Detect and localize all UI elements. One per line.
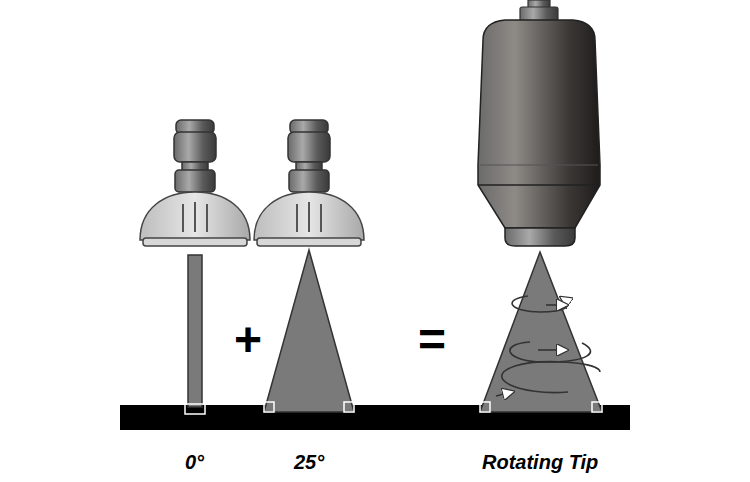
spray-angle-label: 0°: [185, 452, 204, 472]
nozzle-type-label: Rotating Tip: [482, 452, 598, 472]
plus-sign: +: [234, 316, 262, 364]
equals-sign: =: [418, 316, 446, 364]
spray-angle-label: 25°: [294, 452, 324, 472]
